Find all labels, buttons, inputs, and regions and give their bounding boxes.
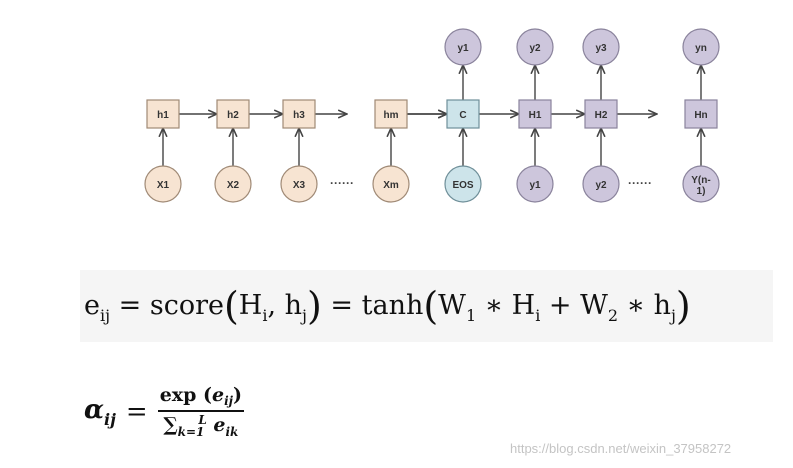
decoder-output-circle (582, 28, 620, 66)
decoder-hidden-label: Hn (694, 110, 707, 121)
equals-sign: = (125, 396, 148, 427)
encoder-hidden-label: hm (384, 110, 399, 121)
score-formula-background (80, 270, 773, 342)
context-input-circle (444, 165, 482, 203)
encoder-hidden-label: h2 (227, 110, 239, 121)
encoder-input-label: X2 (227, 180, 240, 191)
context-box (446, 99, 480, 129)
seq2seq-attention-diagram: h1X1h2X2h3X3hmXmCEOSy1H1y1y2H2y2y3HnY(n-… (144, 28, 720, 203)
decoder-input-label: 1) (697, 186, 706, 197)
encoder-input-label: X3 (293, 180, 306, 191)
decoder-hidden-label: H2 (595, 110, 608, 121)
alpha-symbol: αij (84, 394, 116, 429)
encoder-input-label: Xm (383, 180, 399, 191)
encoder-hidden-label: h1 (157, 110, 169, 121)
encoder-input-circle (144, 165, 182, 203)
encoder-input-circle (214, 165, 252, 203)
ellipsis: ······ (330, 176, 354, 190)
decoder-hidden-label: H1 (529, 110, 542, 121)
context-label: C (459, 110, 466, 121)
diagram-edges (163, 65, 701, 166)
encoder-hidden-box (282, 99, 316, 129)
ellipsis: ······ (628, 176, 652, 190)
encoder-hidden-box (216, 99, 250, 129)
encoder-input-circle (280, 165, 318, 203)
decoder-input-circle (516, 165, 554, 203)
decoder-input-label: y1 (529, 180, 541, 191)
encoder-hidden-label: h3 (293, 110, 305, 121)
decoder-input-label: Y(n- (691, 175, 710, 186)
context-output-label: y1 (457, 43, 469, 54)
fraction-denominator: ∑k=1L eik (163, 413, 239, 439)
diagram-nodes: h1X1h2X2h3X3hmXmCEOSy1H1y1y2H2y2y3HnY(n-… (144, 28, 720, 203)
score-formula: eij = score(Hi, hj) = tanh(W1 ∗ Hi + W2 … (84, 284, 691, 328)
fraction-numerator: exp (eij) (157, 384, 244, 412)
decoder-hidden-box (584, 99, 618, 129)
decoder-output-label: y3 (595, 43, 607, 54)
watermark: https://blog.csdn.net/weixin_37958272 (510, 441, 732, 456)
encoder-hidden-box (374, 99, 408, 129)
decoder-output-label: yn (695, 43, 707, 54)
encoder-input-label: X1 (157, 180, 170, 191)
encoder-input-circle (372, 165, 410, 203)
attention-weight-formula: αij = exp (eij) ∑k=1L eik (84, 384, 244, 439)
fraction: exp (eij) ∑k=1L eik (157, 384, 244, 439)
decoder-input-circle (682, 165, 720, 203)
decoder-hidden-box (684, 99, 718, 129)
context-input-label: EOS (452, 180, 473, 191)
encoder-hidden-box (146, 99, 180, 129)
decoder-hidden-box (518, 99, 552, 129)
context-output-circle (444, 28, 482, 66)
decoder-output-circle (682, 28, 720, 66)
decoder-output-circle (516, 28, 554, 66)
decoder-input-circle (582, 165, 620, 203)
decoder-output-label: y2 (529, 43, 541, 54)
decoder-input-label: y2 (595, 180, 607, 191)
